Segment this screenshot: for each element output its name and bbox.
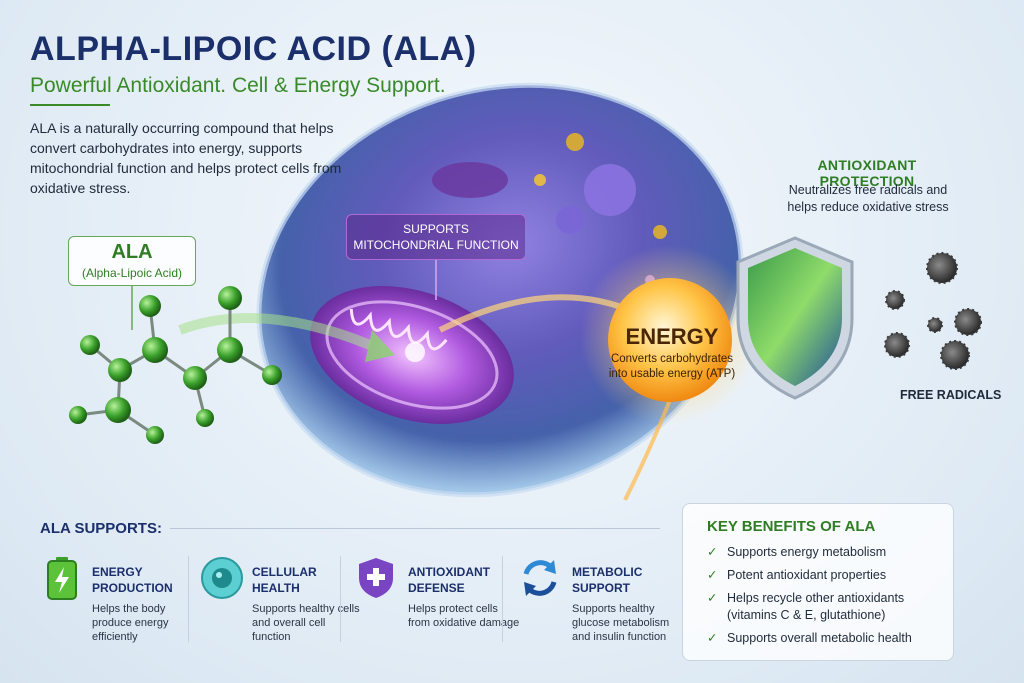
support-item-desc: Helps protect cells from oxidative damag… (408, 603, 520, 629)
energy-desc: Converts carbohydrates into usable energ… (608, 353, 736, 380)
check-icon: ✓ (707, 545, 718, 559)
title-divider (30, 104, 110, 106)
free-radicals (884, 252, 982, 370)
key-benefit-item: ✓ Helps recycle other antioxidants (vita… (707, 591, 905, 622)
support-separator (340, 556, 341, 642)
cell-icon (201, 557, 243, 599)
check-icon: ✓ (707, 631, 718, 645)
battery-icon (47, 557, 77, 600)
intro-text: ALA is a naturally occurring compound th… (30, 120, 342, 196)
check-icon: ✓ (707, 568, 718, 582)
support-separator (502, 556, 503, 642)
mito-label-line1: SUPPORTS (403, 222, 469, 236)
support-item-metabolic: METABOLIC SUPPORT Supports healthy gluco… (518, 556, 678, 656)
support-item-antioxidant: ANTIOXIDANT DEFENSE Helps protect cells … (356, 556, 519, 656)
support-item-desc: Helps the body produce energy efficientl… (92, 603, 169, 643)
key-benefits-title: KEY BENEFITS OF ALA (707, 518, 876, 535)
antioxidant-protection-desc: Neutralizes free radicals and helps redu… (787, 183, 949, 214)
ala-label: ALA (Alpha-Lipoic Acid) (68, 236, 196, 286)
support-item-name: ANTIOXIDANT DEFENSE (408, 565, 490, 595)
ala-molecule (69, 286, 282, 444)
cycle-arrows-icon (523, 560, 557, 596)
ala-label-name: ALA (111, 241, 153, 263)
free-radicals-label: FREE RADICALS (900, 388, 1002, 402)
key-benefit-item: ✓ Supports overall metabolic health (707, 631, 912, 645)
supports-divider (170, 528, 660, 529)
key-benefit-item: ✓ Potent antioxidant properties (707, 568, 887, 582)
energy-title: ENERGY (625, 324, 719, 349)
support-item-name: CELLULAR HEALTH (252, 565, 317, 595)
ala-arrow (178, 313, 372, 350)
ala-label-full: (Alpha-Lipoic Acid) (81, 266, 183, 280)
support-item-cellular: CELLULAR HEALTH Supports healthy cells a… (200, 556, 360, 656)
mito-label-line2: MITOCHONDRIAL FUNCTION (353, 238, 519, 252)
support-item-name: ENERGY PRODUCTION (92, 565, 173, 595)
support-item-energy: ENERGY PRODUCTION Helps the body produce… (44, 556, 204, 656)
page-title: ALPHA-LIPOIC ACID (ALA) (30, 30, 477, 68)
supports-title: ALA SUPPORTS: (40, 520, 162, 537)
page-subtitle: Powerful Antioxidant. Cell & Energy Supp… (30, 74, 446, 97)
shield-plus-icon (359, 558, 393, 598)
key-benefit-item: ✓ Supports energy metabolism (707, 545, 887, 559)
support-item-desc: Supports healthy glucose metabolism and … (572, 603, 670, 643)
support-item-desc: Supports healthy cells and overall cell … (252, 603, 360, 643)
energy-flow (438, 245, 760, 501)
ala-arrow-head (365, 330, 395, 362)
support-separator (188, 556, 189, 642)
key-benefits-panel: KEY BENEFITS OF ALA ✓ Supports energy me… (682, 503, 954, 661)
mito-label: SUPPORTS MITOCHONDRIAL FUNCTION (346, 214, 526, 260)
check-icon: ✓ (707, 591, 718, 605)
shield-icon (736, 236, 854, 400)
antioxidant-protection-title: ANTIOXIDANT PROTECTION (817, 157, 917, 189)
support-item-name: METABOLIC SUPPORT (572, 565, 643, 595)
